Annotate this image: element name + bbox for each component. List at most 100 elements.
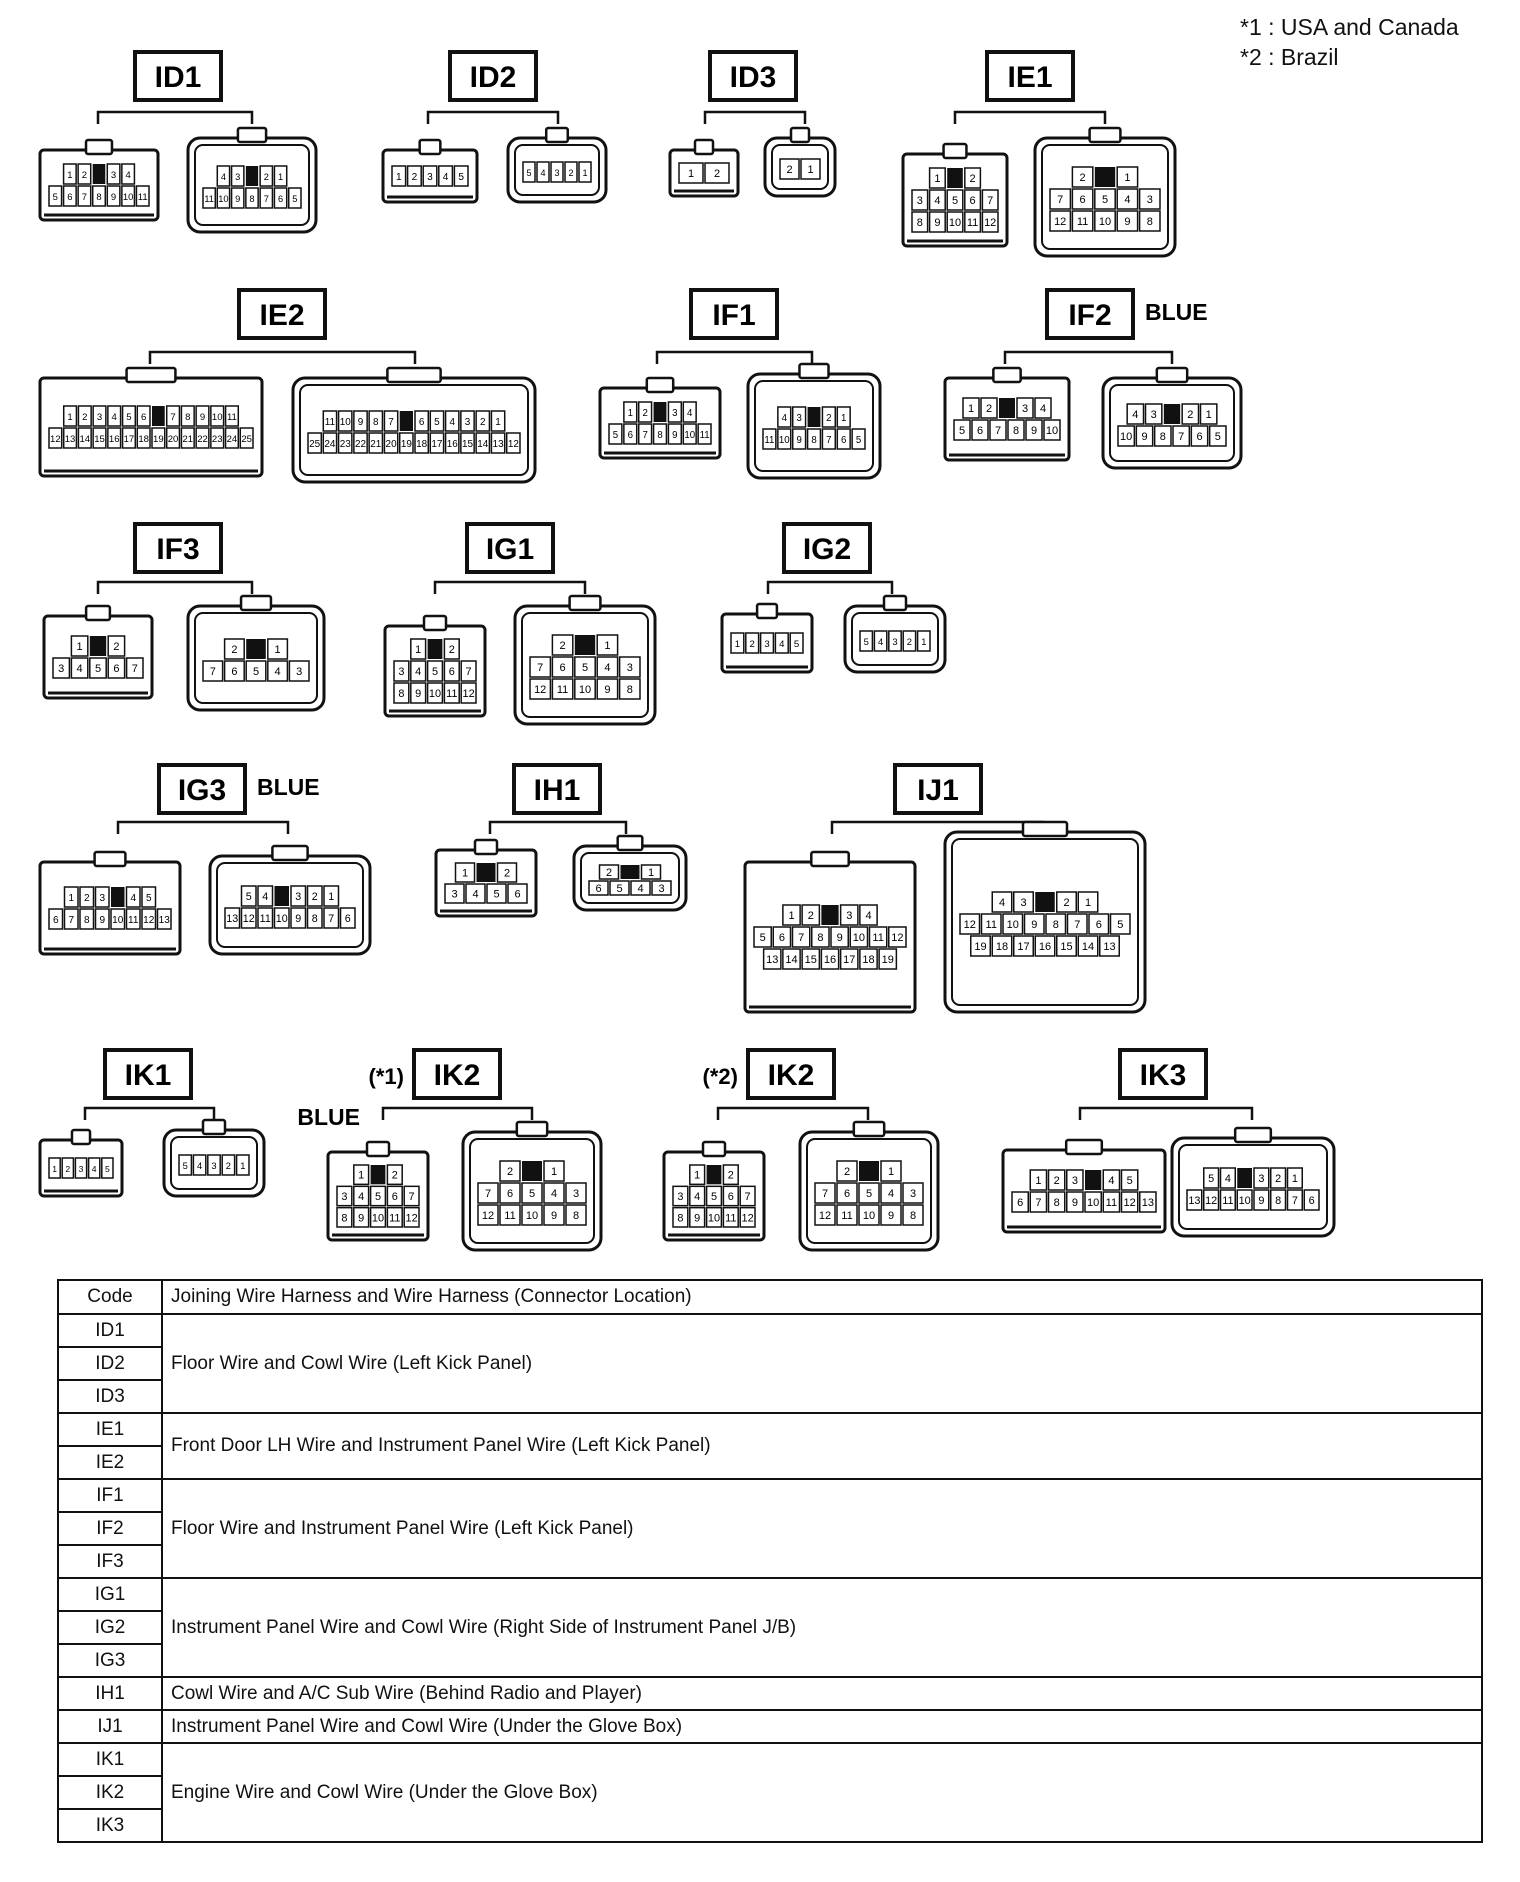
pin-cell (801, 948, 821, 970)
pin-number: 9 (796, 435, 801, 446)
connector-key (476, 863, 496, 882)
pin-number: 10 (853, 932, 865, 944)
pin-cell (859, 630, 874, 652)
pin-number: 15 (94, 434, 105, 445)
pin-cell (565, 1204, 587, 1226)
pin-cell (623, 423, 638, 445)
pin-number: 15 (1060, 941, 1072, 953)
pin-number: 9 (200, 412, 205, 423)
pin-cell (1135, 425, 1154, 447)
pin-number: 9 (1141, 431, 1147, 443)
connector-bracket (716, 1106, 870, 1120)
pin-number: 5 (105, 1164, 110, 1174)
pin-cell (62, 427, 78, 449)
pin-number: 12 (1054, 216, 1066, 228)
pin-number: 3 (554, 168, 559, 178)
pin-cell (89, 657, 107, 679)
pin-cell (578, 161, 592, 183)
connector-code: IF3 (156, 533, 199, 566)
pin-number: 15 (462, 439, 474, 450)
pin-cell (386, 1185, 403, 1207)
pin-cell (521, 1182, 543, 1204)
pin-number: 14 (477, 439, 489, 450)
pin-number: 7 (1057, 194, 1063, 206)
row-code: ID1 (57, 1313, 163, 1348)
pin-cell (1049, 210, 1072, 232)
pin-cell (77, 185, 92, 207)
pin-cell (806, 428, 822, 450)
pin-cell (630, 880, 651, 896)
pin-number: 9 (358, 1212, 364, 1224)
connector-code-box (746, 1048, 836, 1100)
pin-number: 12 (742, 1212, 754, 1224)
pin-cell (406, 165, 422, 187)
pin-number: 9 (551, 1210, 557, 1222)
pin-cell (1116, 210, 1139, 232)
pin-number: 9 (694, 1212, 700, 1224)
pin-cell (465, 883, 486, 904)
table-row: IG2 (57, 1610, 1482, 1645)
pin-cell (403, 1206, 420, 1228)
pin-number: 8 (373, 417, 379, 428)
pin-number: 3 (99, 893, 105, 904)
pin-cell (722, 1164, 739, 1186)
pin-cell (1303, 1189, 1320, 1211)
pin-number: 10 (684, 430, 695, 441)
pin-number: 1 (328, 891, 334, 903)
pin-cell (460, 432, 475, 454)
connector-lock (70, 1128, 92, 1146)
pin-number: 5 (864, 637, 869, 647)
connector-color: BLUE (1145, 299, 1208, 325)
pin-number: 4 (112, 412, 118, 423)
row-code: ID3 (57, 1379, 163, 1414)
pin-number: 12 (819, 1210, 831, 1222)
connector-housing (38, 148, 160, 222)
pin-number: 5 (292, 194, 297, 204)
pin-cell (475, 410, 491, 432)
pin-number: 11 (504, 1210, 515, 1222)
connector-ik1: IK1 (83, 1048, 216, 1120)
pin-number: 3 (677, 1191, 683, 1203)
pin-number: 1 (648, 867, 654, 879)
pin-cell (235, 1154, 250, 1176)
connector-bracket (1078, 1106, 1254, 1120)
pin-number: 2 (84, 893, 90, 904)
pin-number: 5 (493, 889, 499, 901)
pin-number: 7 (1074, 919, 1080, 931)
pin-number: 3 (1020, 897, 1026, 909)
pin-cell (928, 167, 946, 189)
pin-cell (125, 908, 141, 930)
pin-number: 2 (970, 173, 976, 185)
connector-code: IF1 (712, 299, 755, 332)
pin-cell (779, 158, 800, 180)
pin-cell (257, 885, 274, 907)
pin-number: 21 (370, 439, 382, 450)
pin-number: 3 (79, 1164, 84, 1174)
pin-cell (1049, 188, 1072, 210)
pin-number: 10 (1046, 425, 1058, 437)
pin-cell (981, 211, 999, 233)
pin-number: 2 (808, 910, 814, 922)
pin-cell (1286, 1189, 1303, 1211)
pin-number: 10 (372, 1212, 384, 1224)
pin-cell (1047, 1191, 1066, 1213)
pin-cell (245, 660, 267, 682)
connector-key (1094, 167, 1116, 187)
pin-number: 4 (130, 893, 136, 904)
pin-cell (267, 660, 289, 682)
pin-cell (223, 660, 245, 682)
connector-inner-wall (580, 852, 680, 904)
pin-cell (353, 1185, 370, 1207)
connector-inner-wall (771, 144, 829, 190)
pin-number: 6 (1080, 194, 1086, 206)
pin-number: 11 (725, 1212, 736, 1224)
pin-cell (946, 189, 964, 211)
connector-bracket (1003, 350, 1174, 364)
pin-cell (777, 406, 792, 428)
